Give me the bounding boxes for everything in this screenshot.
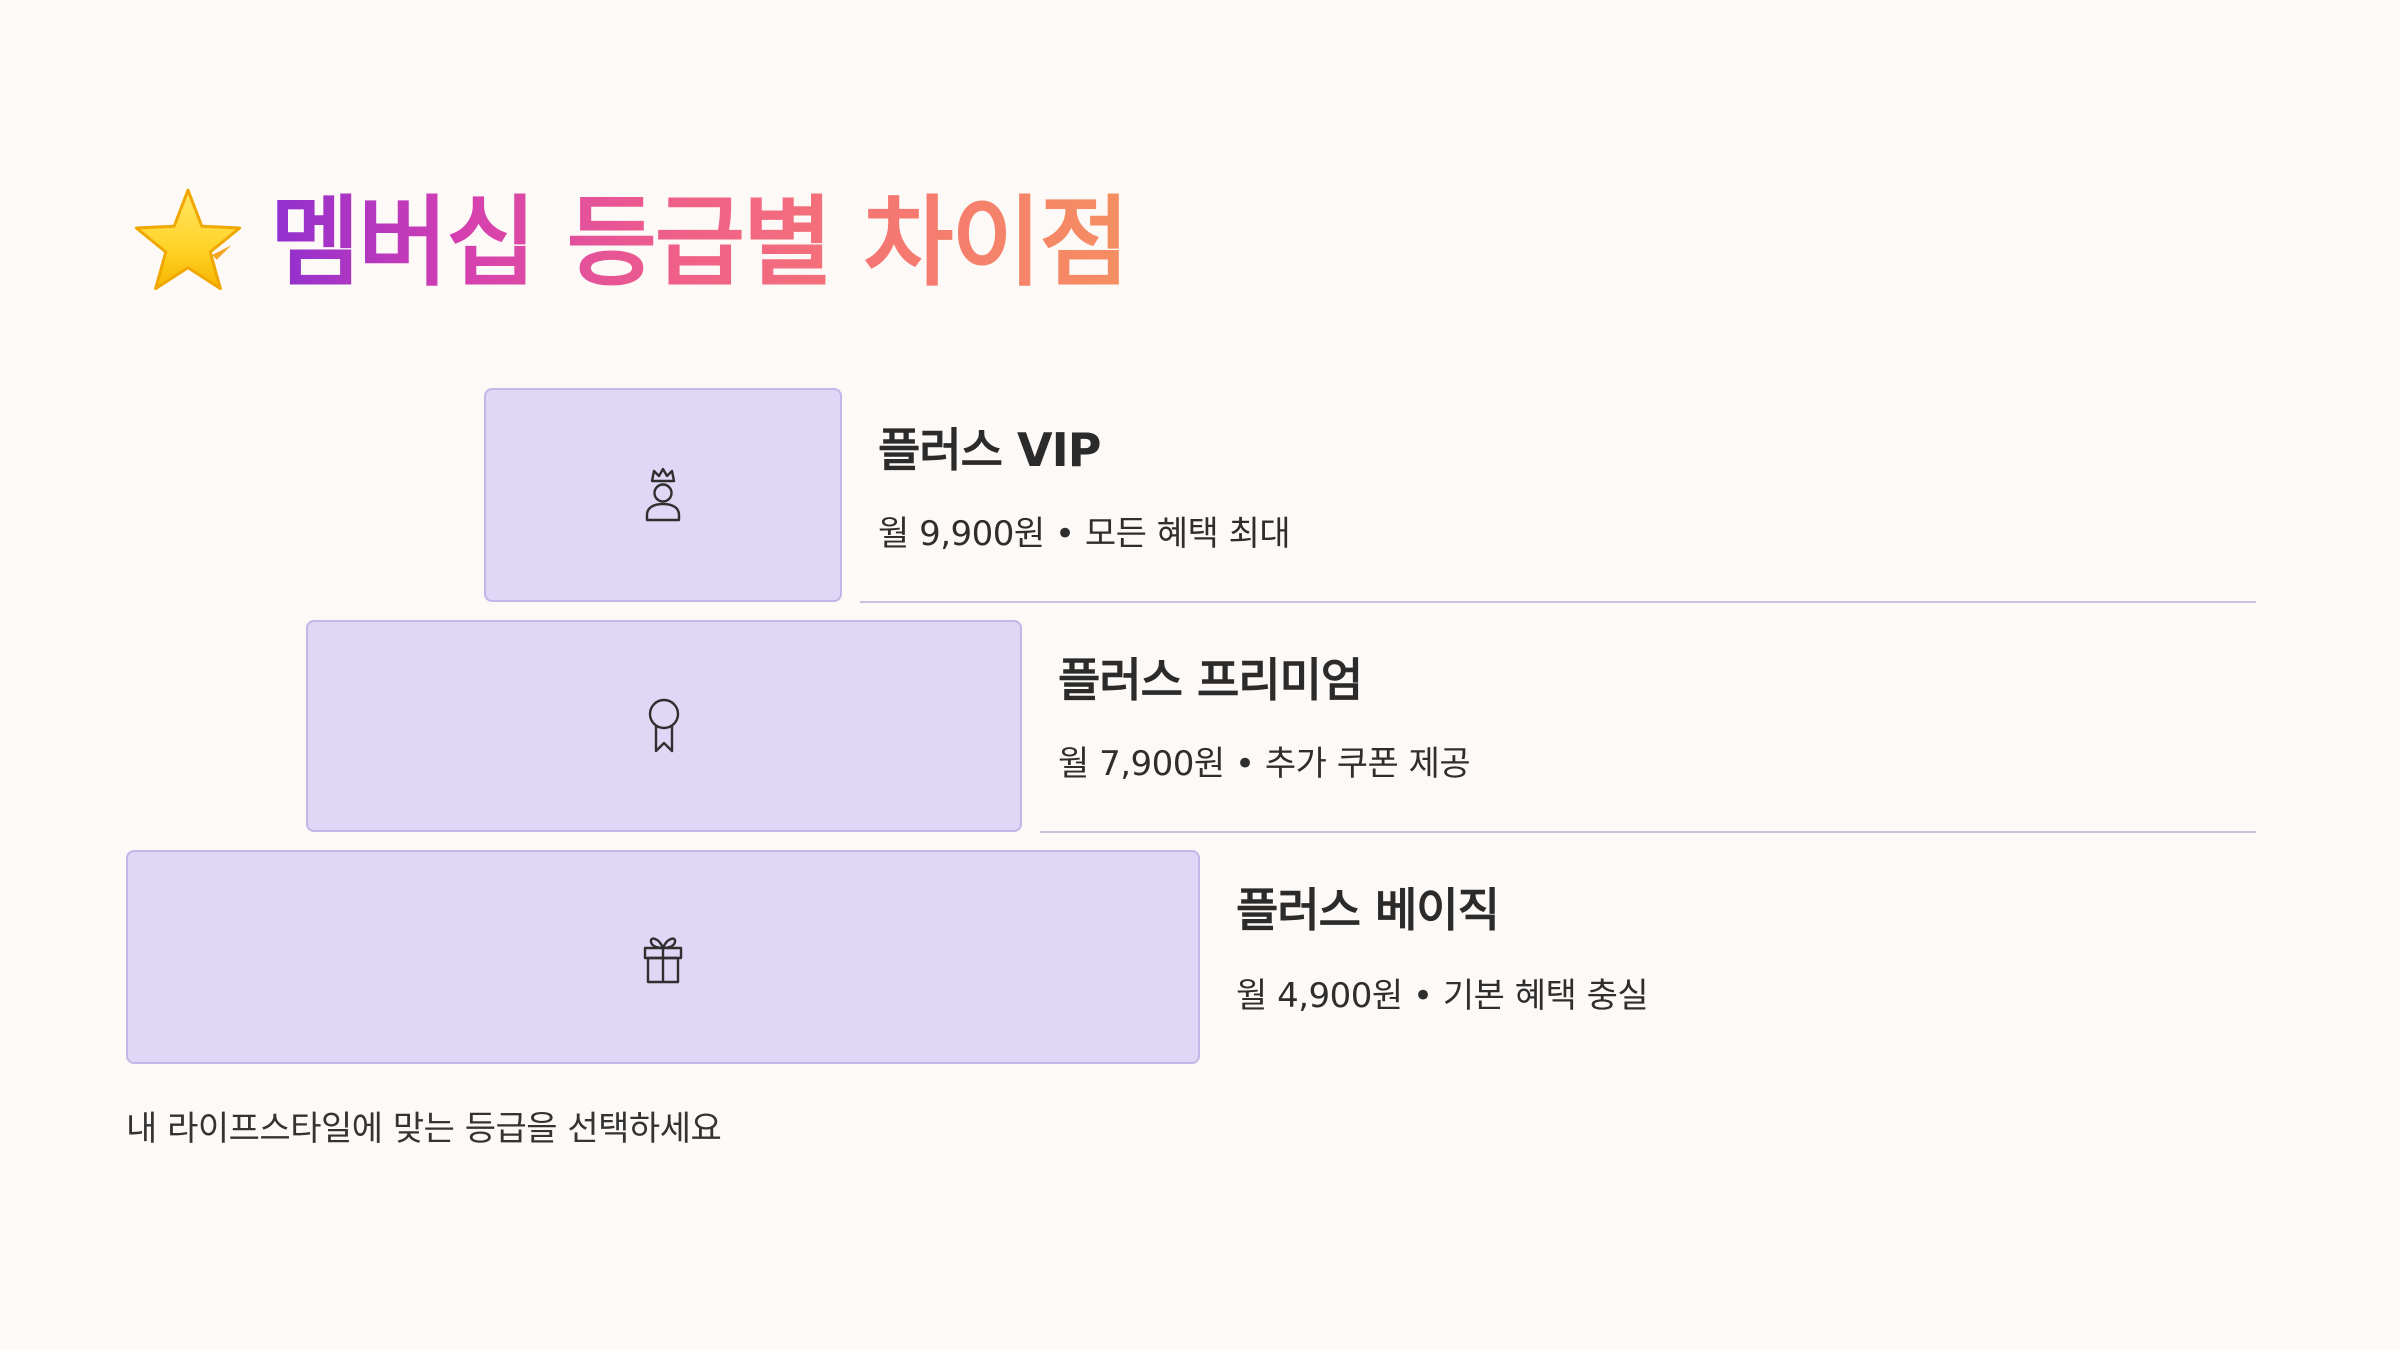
tier-desc-basic: 월 4,900원 • 기본 혜택 충실 — [1236, 976, 1649, 1016]
star-icon — [134, 188, 242, 291]
tier-desc-vip: 월 9,900원 • 모든 혜택 최대 — [878, 514, 1291, 554]
divider-premium — [1040, 831, 2256, 833]
tier-name-vip: 플러스 VIP — [878, 423, 1101, 477]
footer-caption: 내 라이프스타일에 맞는 등급을 선택하세요 — [126, 1109, 722, 1149]
page-title: 멤버십 등급별 차이점 — [128, 178, 1130, 308]
tier-card-vip[interactable] — [484, 388, 842, 602]
tier-card-premium[interactable] — [306, 620, 1022, 832]
gift-box-icon — [643, 937, 683, 984]
tier-desc-premium: 월 7,900원 • 추가 쿠폰 제공 — [1058, 744, 1471, 784]
tier-name-premium: 플러스 프리미엄 — [1058, 653, 1363, 707]
page-title-text: 멤버십 등급별 차이점 — [270, 178, 1130, 308]
tier-card-basic[interactable] — [126, 850, 1200, 1064]
crowned-person-icon — [645, 467, 681, 522]
award-ribbon-icon — [648, 698, 680, 753]
divider-vip — [860, 601, 2256, 603]
tier-name-basic: 플러스 베이직 — [1236, 883, 1500, 937]
